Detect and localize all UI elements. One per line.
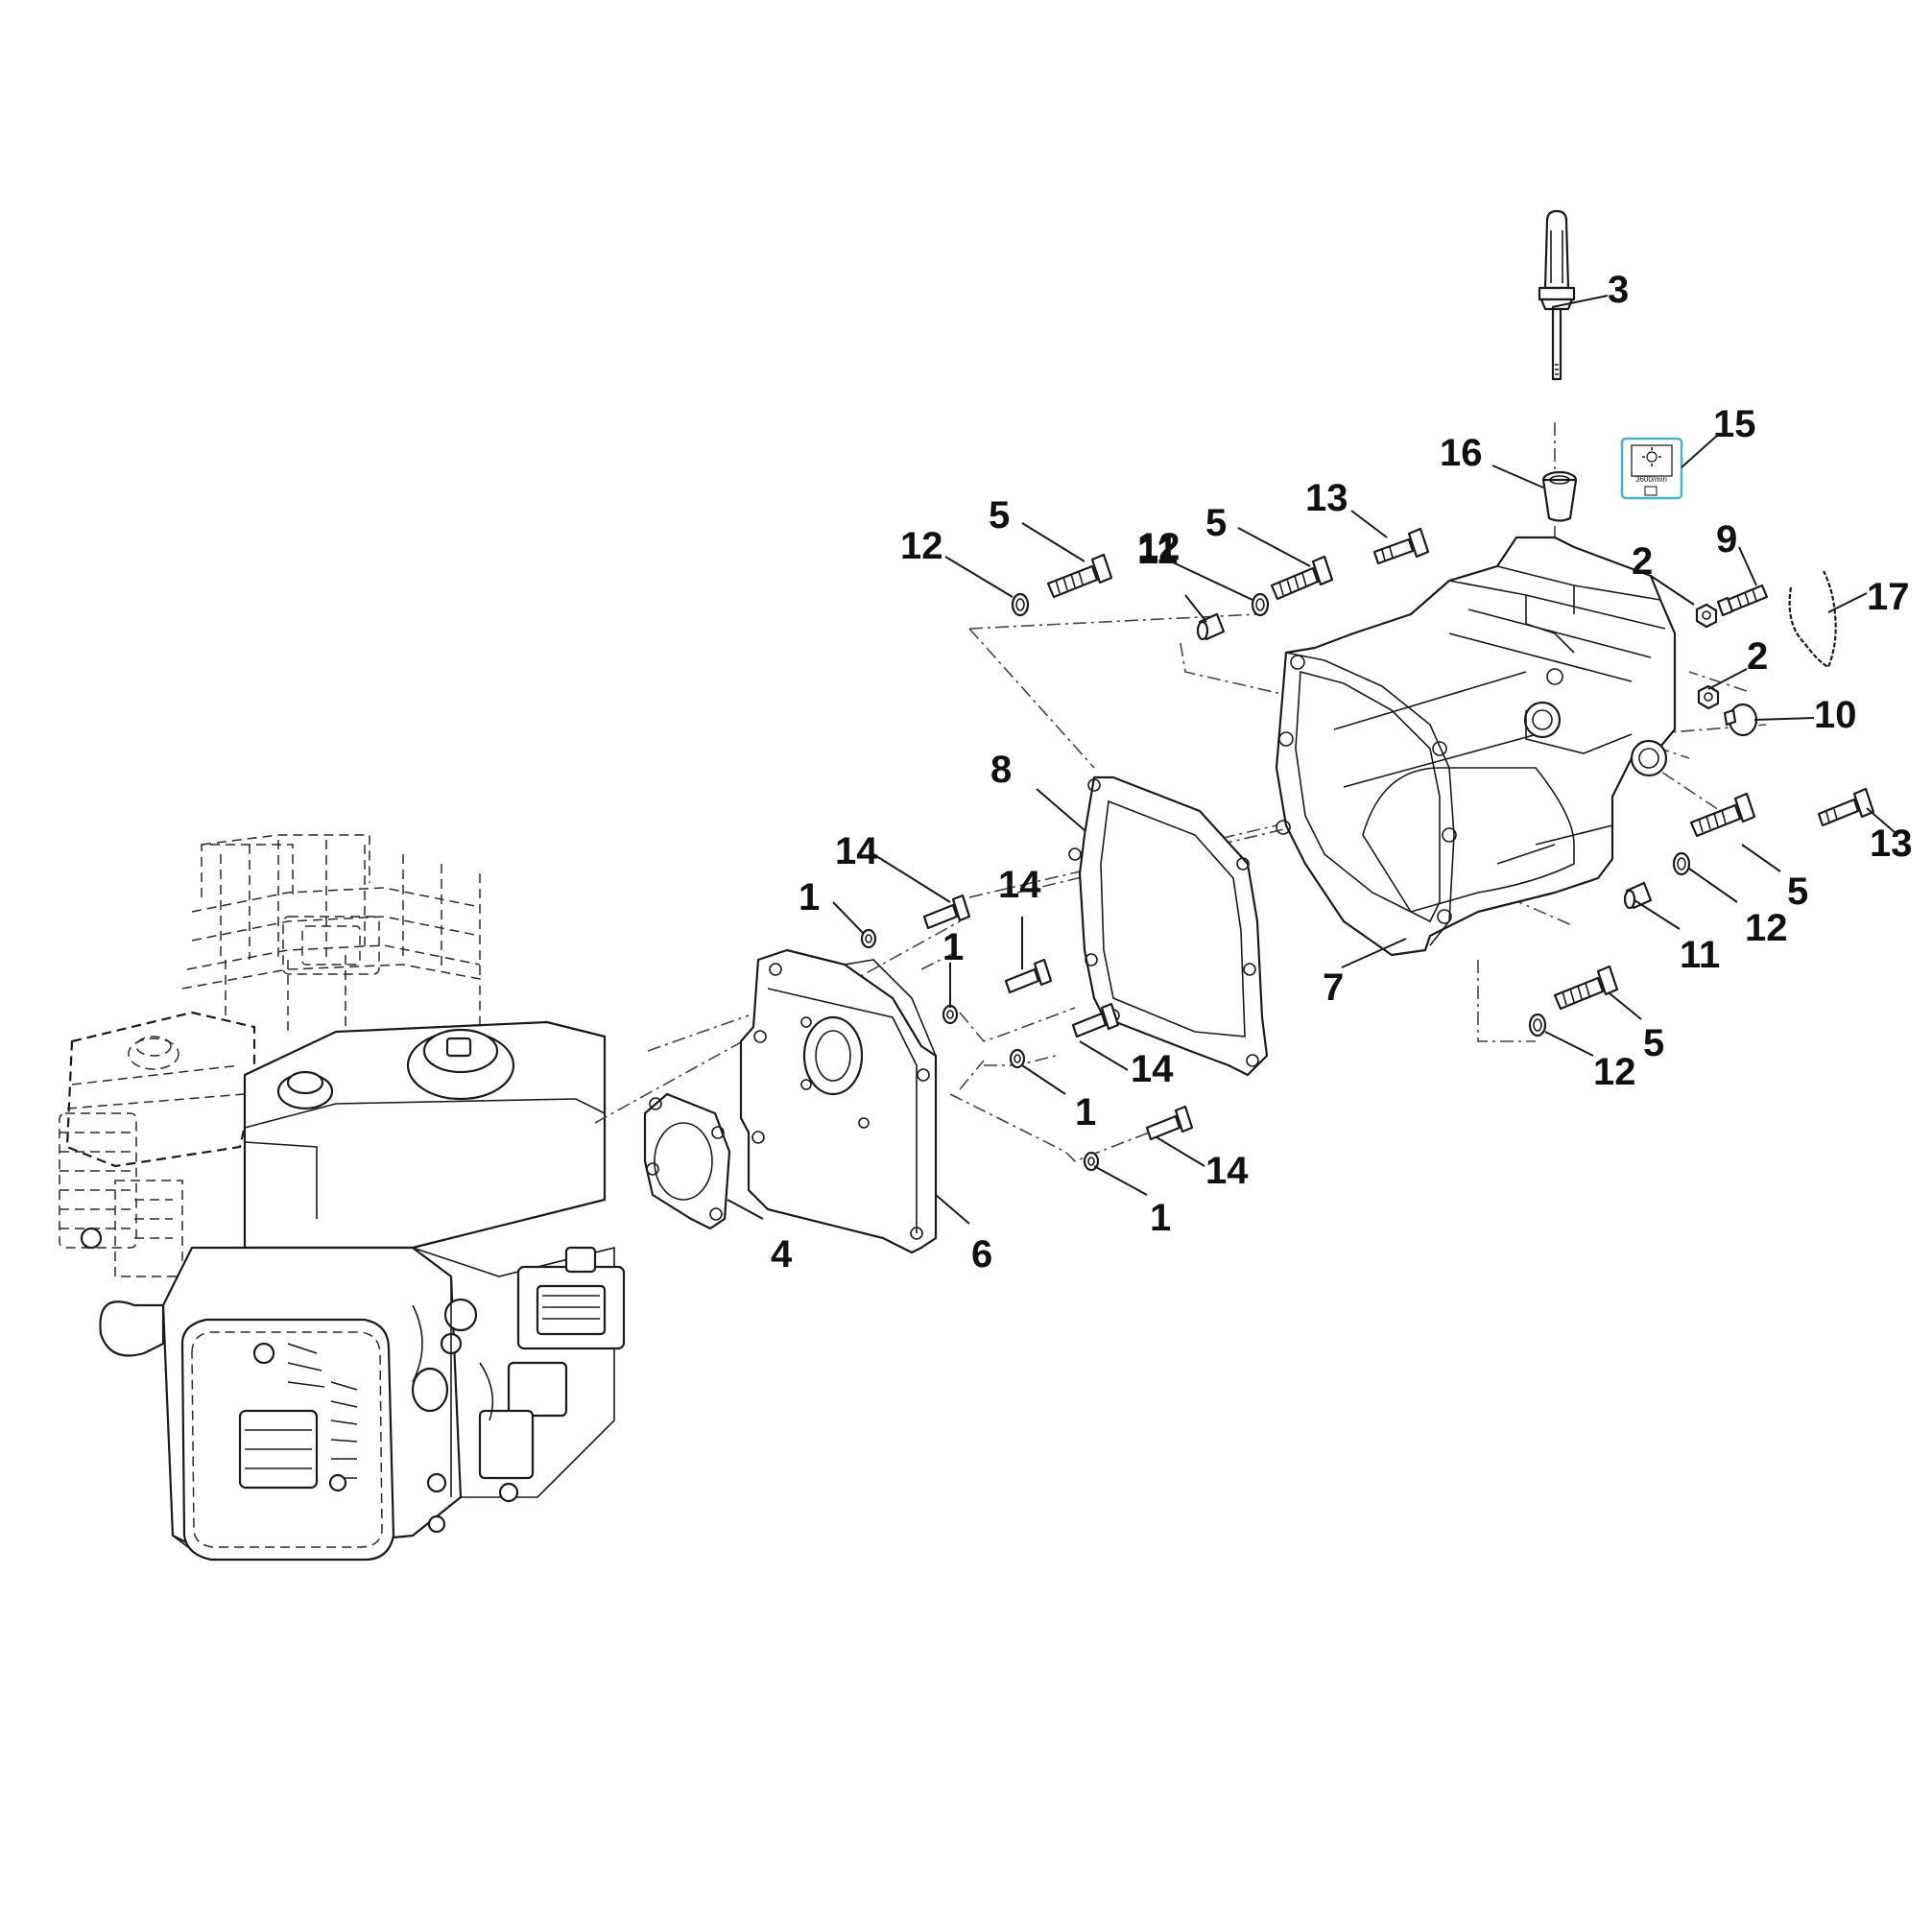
part-11-pin-a bbox=[1196, 612, 1226, 641]
part-16-oil-fill-cap bbox=[1541, 470, 1578, 522]
part-5-bolt-b bbox=[1270, 555, 1334, 601]
part-13-bolt-b bbox=[1817, 787, 1875, 827]
callout-label: 3 bbox=[1608, 269, 1629, 311]
callout-label: 1 bbox=[799, 876, 820, 918]
part-14-screw-a bbox=[922, 894, 971, 930]
part-5-bolt-d bbox=[1553, 965, 1619, 1011]
callout-label: 12 bbox=[1593, 1051, 1636, 1093]
callout-label: 14 bbox=[1131, 1048, 1174, 1090]
part-14-screw-d bbox=[1145, 1105, 1194, 1141]
callout-label: 13 bbox=[1305, 477, 1348, 519]
callout-label: 2 bbox=[1747, 635, 1768, 678]
part-1-washer-a bbox=[860, 928, 877, 949]
callout-label: 12 bbox=[1745, 907, 1788, 949]
callout-label: 10 bbox=[1814, 694, 1857, 736]
part-10-drain-plug bbox=[1723, 703, 1758, 737]
callout-label: 15 bbox=[1713, 403, 1756, 445]
callout-label: 4 bbox=[771, 1233, 793, 1276]
part-12-washer-a bbox=[1011, 592, 1030, 617]
callout-label: 1 bbox=[1075, 1091, 1096, 1133]
part-7-pump-housing bbox=[1275, 536, 1677, 957]
callout-label: 16 bbox=[1440, 432, 1483, 474]
callout-label: 5 bbox=[989, 494, 1010, 537]
engine-assembly bbox=[59, 834, 626, 1562]
callout-label: 8 bbox=[990, 749, 1012, 791]
part-3-dipstick bbox=[1538, 209, 1576, 381]
leader-lines bbox=[727, 295, 1896, 1225]
callout-label: 17 bbox=[1867, 576, 1910, 618]
callout-label: 2 bbox=[1632, 540, 1653, 583]
callout-label: 7 bbox=[1323, 966, 1344, 1009]
callout-label: 5 bbox=[1787, 871, 1808, 913]
part-2-nut-b bbox=[1697, 684, 1720, 710]
part-15-rpm-decal: 3600/min bbox=[1620, 437, 1683, 500]
callout-label: 1 bbox=[942, 926, 964, 968]
part-13-bolt-a bbox=[1372, 527, 1430, 565]
part-11-pin-b bbox=[1623, 881, 1653, 910]
callout-label: 14 bbox=[835, 830, 878, 872]
part-12-washer-c bbox=[1672, 851, 1691, 876]
callout-label: 6 bbox=[971, 1233, 992, 1276]
part-9-screw bbox=[1716, 584, 1769, 617]
callout-label: 5 bbox=[1643, 1022, 1664, 1064]
callout-label: 14 bbox=[998, 864, 1041, 906]
part-4-gasket bbox=[643, 1092, 731, 1230]
callout-label: 9 bbox=[1716, 518, 1737, 561]
part-14-screw-b bbox=[1004, 958, 1053, 994]
decal-rpm-text: 3600/min bbox=[1635, 475, 1667, 484]
callout-label: 11 bbox=[1680, 934, 1720, 976]
part-6-adapter-plate bbox=[739, 948, 938, 1254]
part-17-chain bbox=[1788, 570, 1837, 669]
part-5-bolt-c bbox=[1689, 792, 1756, 838]
callout-label: 14 bbox=[1205, 1150, 1249, 1192]
callout-label: 1 bbox=[1150, 1197, 1171, 1239]
callout-label: 12 bbox=[900, 525, 943, 567]
part-2-nut-a bbox=[1695, 603, 1718, 629]
part-12-washer-d bbox=[1528, 1013, 1547, 1038]
callout-label: 13 bbox=[1870, 823, 1913, 865]
part-14-screw-c bbox=[1071, 1002, 1120, 1038]
part-1-washer-c bbox=[1009, 1048, 1026, 1069]
callout-label: 5 bbox=[1205, 502, 1227, 544]
callout-labels: 1 1 1 1 2 2 3 4 5 5 5 5 6 7 8 9 10 11 11… bbox=[771, 269, 1913, 1276]
part-12-washer-b bbox=[1251, 592, 1270, 617]
callout-label: 11 bbox=[1137, 530, 1178, 572]
part-5-bolt-a bbox=[1046, 553, 1113, 599]
fasteners bbox=[860, 527, 1875, 1172]
part-8-large-gasket bbox=[1068, 775, 1269, 1077]
callout-label: 12 bbox=[1137, 526, 1181, 568]
part-1-washer-b bbox=[942, 1004, 959, 1025]
